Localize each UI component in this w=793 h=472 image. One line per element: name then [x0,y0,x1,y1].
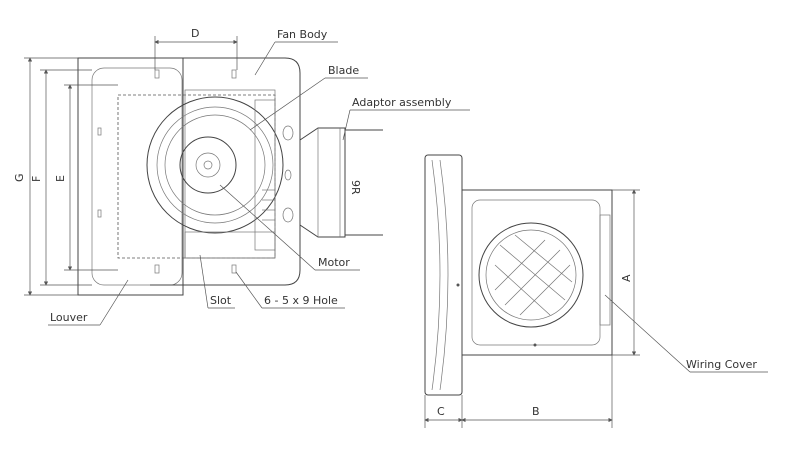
dimension-g: G [13,57,78,296]
dimension-c: C [424,355,613,428]
svg-text:F: F [30,176,43,182]
motor-label: Motor [318,256,350,269]
fan-body [150,57,301,286]
svg-text:G: G [13,173,26,182]
front-view [424,154,613,396]
hole-label: 6 - 5 x 9 Hole [264,294,338,307]
dimension-b: B [461,405,613,423]
fan-body-label: Fan Body [277,28,328,41]
side-view: 9R [77,57,383,296]
svg-text:D: D [191,27,199,40]
rotation-mark: 9R [349,180,362,195]
louver-label: Louver [50,311,88,324]
svg-text:B: B [532,405,540,418]
louver [77,57,184,296]
dimension-e: E [54,84,118,271]
svg-text:C: C [437,405,445,418]
svg-text:A: A [620,274,633,282]
blower-wheel [146,96,284,234]
blade-label: Blade [328,64,359,77]
dimension-d: D [154,27,238,70]
svg-text:E: E [54,175,67,182]
adaptor-duct [299,127,383,238]
slot-label: Slot [210,294,232,307]
adaptor-label: Adaptor assembly [352,96,452,109]
dimension-f: F [30,69,92,286]
wiring-cover-label: Wiring Cover [686,358,757,371]
motor-face [478,222,584,328]
dimension-a: A [612,189,640,356]
